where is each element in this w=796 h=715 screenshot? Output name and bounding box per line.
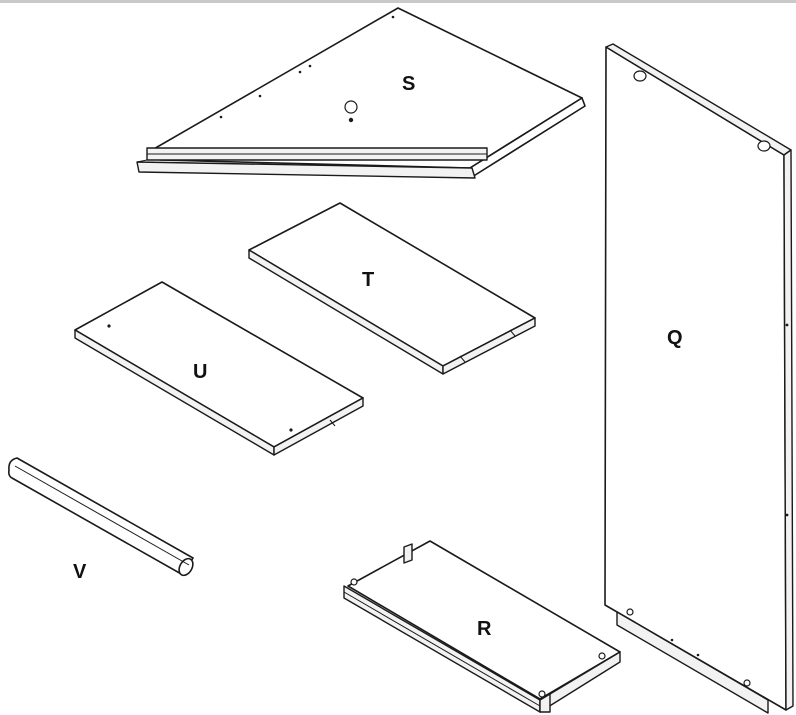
part-s-hole: [344, 100, 358, 114]
part-q-label: Q: [667, 327, 683, 349]
part-v-rod-end: [178, 557, 194, 577]
part-q-bottom-rail: [616, 611, 769, 714]
part-u: U: [74, 281, 364, 456]
part-q-hinge-top: [633, 70, 647, 82]
part-s: S: [136, 7, 586, 179]
part-q-hinge-right: [757, 140, 771, 152]
part-s-label: S: [402, 73, 415, 95]
part-q: Q: [604, 43, 794, 714]
top-border: [0, 0, 796, 3]
part-v: V: [8, 457, 194, 583]
part-r-front-stop: [539, 693, 551, 713]
part-q-side-edge: [783, 149, 794, 711]
part-t-label: T: [362, 269, 374, 291]
part-r-back-stop: [403, 543, 413, 564]
part-u-label: U: [193, 361, 207, 383]
part-s-rail-front: [136, 161, 476, 179]
part-t: T: [248, 202, 536, 375]
part-v-label: V: [73, 561, 87, 583]
part-r-label: R: [477, 618, 492, 640]
part-v-rod-body: [8, 457, 194, 576]
part-u-side-edge: [273, 397, 364, 456]
part-r: R: [343, 540, 621, 713]
